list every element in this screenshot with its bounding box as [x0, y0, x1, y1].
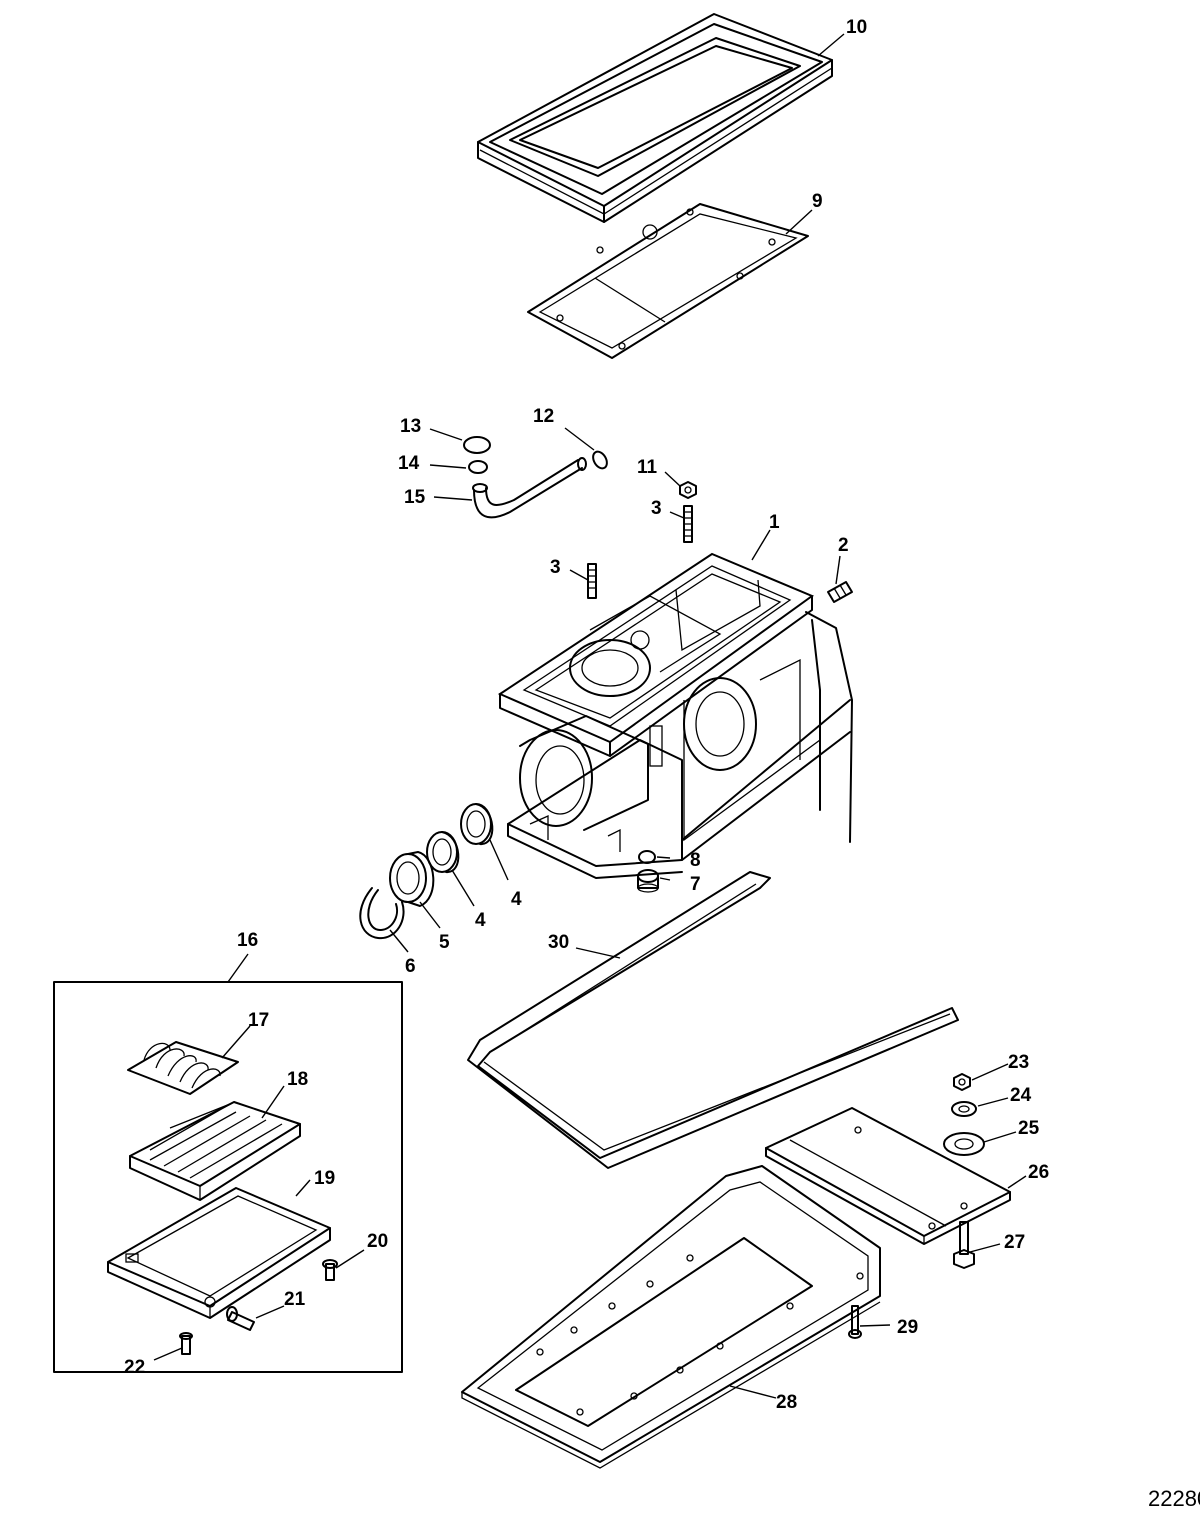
part-12-o-ring	[592, 450, 608, 470]
part-17-reed-petals	[127, 1041, 239, 1095]
part-14-o-ring	[468, 460, 488, 474]
callout-20: 20	[367, 1231, 388, 1252]
callout-17: 17	[248, 1010, 269, 1031]
callout-3-left: 3	[550, 557, 561, 578]
part-20-screw	[322, 1259, 338, 1281]
callout-14: 14	[398, 453, 420, 474]
callout-4-upper: 4	[511, 889, 522, 910]
part-9-gasket	[527, 203, 809, 359]
callout-29: 29	[897, 1317, 918, 1338]
leader-lines	[153, 33, 1027, 1399]
callout-1: 1	[769, 512, 780, 533]
callout-11: 11	[637, 457, 658, 478]
part-27-bolt	[953, 1221, 975, 1269]
callout-24: 24	[1010, 1085, 1032, 1106]
callout-12: 12	[533, 406, 554, 427]
part-1-housing	[497, 552, 853, 879]
callout-21: 21	[284, 1289, 306, 1310]
part-2-fitting	[827, 581, 853, 603]
part-26-plate	[765, 1107, 1011, 1245]
part-13-o-ring	[463, 436, 491, 454]
part-19-reed-cage	[107, 1187, 331, 1319]
callout-19: 19	[314, 1168, 335, 1189]
part-23-nut	[953, 1073, 971, 1091]
part-30-seal-strip	[467, 871, 959, 1169]
callout-4-lower: 4	[475, 910, 486, 931]
part-3-stud-upper	[683, 505, 693, 543]
part-18-reed-block	[129, 1101, 301, 1201]
callout-2: 2	[838, 535, 849, 556]
part-5-bearing	[389, 851, 435, 907]
part-4-seal-upper	[460, 803, 494, 845]
callout-27: 27	[1004, 1232, 1025, 1253]
part-22-screw	[179, 1332, 193, 1355]
part-24-washer	[951, 1101, 977, 1117]
callout-18: 18	[287, 1069, 308, 1090]
callout-26: 26	[1028, 1162, 1049, 1183]
part-29-screw	[848, 1305, 862, 1339]
callout-5: 5	[439, 932, 450, 953]
part-21-screw	[226, 1306, 255, 1331]
figure-id: 22280	[1148, 1486, 1200, 1511]
callout-labels: 10 9 13 14 15 12 11 3 1 2 3 8 7 4 4 5 6 …	[124, 17, 1049, 1413]
callout-28: 28	[776, 1392, 797, 1413]
callout-3-upper: 3	[651, 498, 662, 519]
part-15-tube	[472, 457, 587, 519]
part-28-ride-plate	[461, 1165, 881, 1469]
part-3-stud-left	[587, 563, 597, 599]
part-25-washer	[943, 1132, 985, 1156]
part-7-plug	[637, 869, 659, 893]
part-6-snap-ring	[359, 887, 405, 940]
callout-6: 6	[405, 956, 416, 977]
callout-10: 10	[846, 17, 867, 38]
callout-23: 23	[1008, 1052, 1029, 1073]
callout-13: 13	[400, 416, 421, 437]
callout-30: 30	[548, 932, 569, 953]
callout-9: 9	[812, 191, 823, 212]
callout-22: 22	[124, 1357, 145, 1378]
part-10-cover-frame	[477, 13, 833, 223]
callout-25: 25	[1018, 1118, 1040, 1139]
part-4-seal-lower	[426, 831, 460, 873]
callout-7: 7	[690, 874, 701, 895]
callout-15: 15	[404, 487, 426, 508]
callout-8: 8	[690, 850, 701, 871]
part-8-washer	[638, 850, 656, 864]
part-11-nut	[679, 481, 697, 499]
callout-16: 16	[237, 930, 258, 951]
